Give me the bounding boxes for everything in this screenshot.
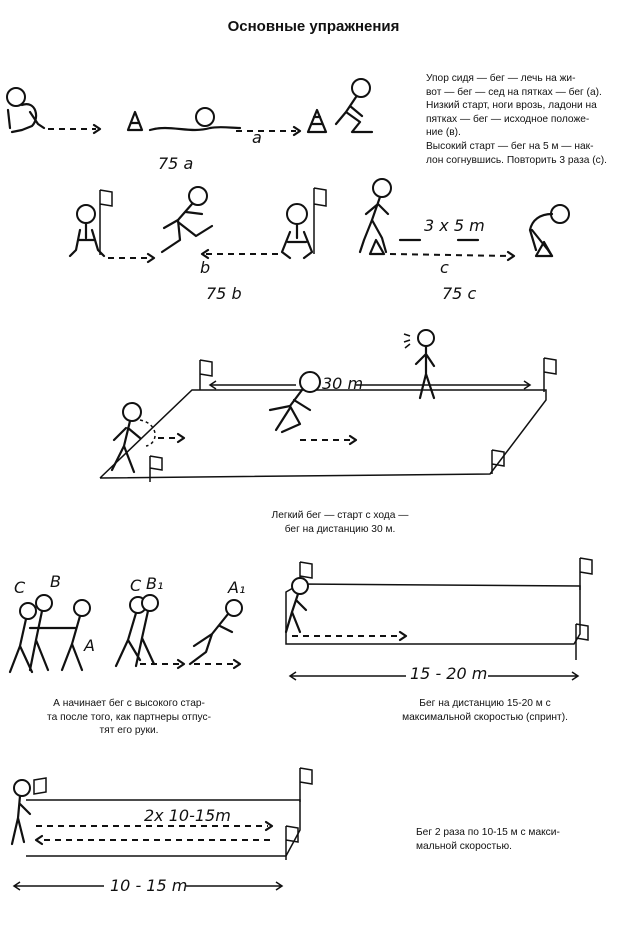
- exercise-1-description: Упор сидя — бег — лечь на жи- вот — бег …: [426, 72, 622, 167]
- figure-bent-over-icon: [528, 204, 570, 258]
- figure-crouch-icon: [280, 203, 314, 260]
- label-b-partner: B: [50, 572, 61, 591]
- run-path-arrow-c: [389, 253, 511, 257]
- label-c: c: [440, 258, 449, 277]
- desc-line: А начинает бег с высокого стар-: [53, 698, 205, 709]
- figure-sprint-start-icon: [188, 599, 243, 666]
- track-30m: [99, 357, 557, 482]
- track-10-15m: [12, 767, 313, 891]
- desc-line: пятках — бег — исходное положе-: [426, 113, 590, 125]
- label-c1-partner: C: [130, 576, 142, 595]
- desc-line: мальной скоростью.: [416, 840, 512, 852]
- distance-2x10-15m: 2x 10-15m: [144, 806, 231, 825]
- figure-heel-sit-icon: [334, 78, 374, 134]
- desc-line: Высокий старт — бег на 5 м — нак-: [426, 140, 594, 152]
- desc-line: Низкий старт, ноги врозь, ладони на: [426, 100, 597, 112]
- distance-10-15m: 10 - 15 m: [110, 876, 188, 895]
- coach-whistle-icon: [403, 329, 436, 400]
- exercise-4-description: Бег на дистанцию 15-20 м с максимальной …: [380, 697, 590, 724]
- desc-line: ние (в).: [426, 127, 461, 139]
- figure-sprinter-icon: [284, 577, 309, 634]
- label-c-partner: C: [14, 578, 26, 597]
- figure-number-75a: 75 a: [158, 154, 194, 173]
- track-15-20m: [285, 557, 593, 681]
- desc-line: максимальной скоростью (спринт).: [402, 711, 568, 723]
- figure-runner-icon: [268, 371, 321, 434]
- label-b: b: [200, 258, 211, 277]
- desc-line: Бег 2 раза по 10-15 м с макси-: [416, 827, 560, 838]
- figure-lying-icon: [148, 107, 242, 132]
- desc-line: Легкий бег — старт с хода —: [271, 510, 409, 521]
- flag-icon: [313, 187, 327, 254]
- exercise-3-description: А начинает бег с высокого стар- та после…: [24, 697, 234, 738]
- exercise-2-description: Легкий бег — старт с хода — бег на диста…: [240, 509, 440, 536]
- desc-line: лон согнувшись. Повторить 3 раза (с).: [426, 154, 607, 166]
- distance-3x5m: 3 x 5 m: [424, 216, 485, 235]
- label-b1-partner: B₁: [146, 574, 164, 593]
- figure-sitting-support-icon: [6, 87, 46, 134]
- flag-icon: [99, 189, 113, 255]
- exercise-5-description: Бег 2 раза по 10-15 м с макси- мальной с…: [416, 826, 616, 853]
- desc-line: та после того, как партнеры отпус-: [47, 711, 211, 723]
- desc-line: вот — бег — сед на пятках — бег (а).: [426, 86, 602, 98]
- label-a-runner: A: [84, 636, 95, 655]
- desc-line: бег на дистанцию 30 м.: [284, 523, 396, 535]
- desc-line: Упор сидя — бег — лечь на жи-: [426, 73, 576, 84]
- cone-icon: [306, 108, 328, 134]
- figure-number-75c: 75 c: [442, 284, 477, 303]
- desc-line: тят его руки.: [99, 725, 159, 737]
- partner-group-2-icon: [114, 594, 159, 668]
- figure-standing-start-icon: [358, 178, 392, 256]
- figure-sprinter-icon: [10, 779, 32, 846]
- label-a1-runner: A₁: [228, 578, 246, 597]
- distance-15-20m: 15 - 20 m: [410, 664, 488, 683]
- figure-crouch-icon: [68, 204, 106, 258]
- label-a: a: [252, 128, 262, 147]
- cone-icon: [126, 110, 144, 132]
- partner-group-icon: [8, 594, 91, 674]
- distance-30m: 30 m: [322, 374, 364, 393]
- page-title: Основные упражнения: [227, 18, 400, 35]
- figure-running-start-icon: [160, 186, 214, 254]
- figure-walking-icon: [110, 402, 156, 474]
- desc-line: Бег на дистанцию 15-20 м с: [419, 698, 551, 709]
- figure-number-75b: 75 b: [206, 284, 242, 303]
